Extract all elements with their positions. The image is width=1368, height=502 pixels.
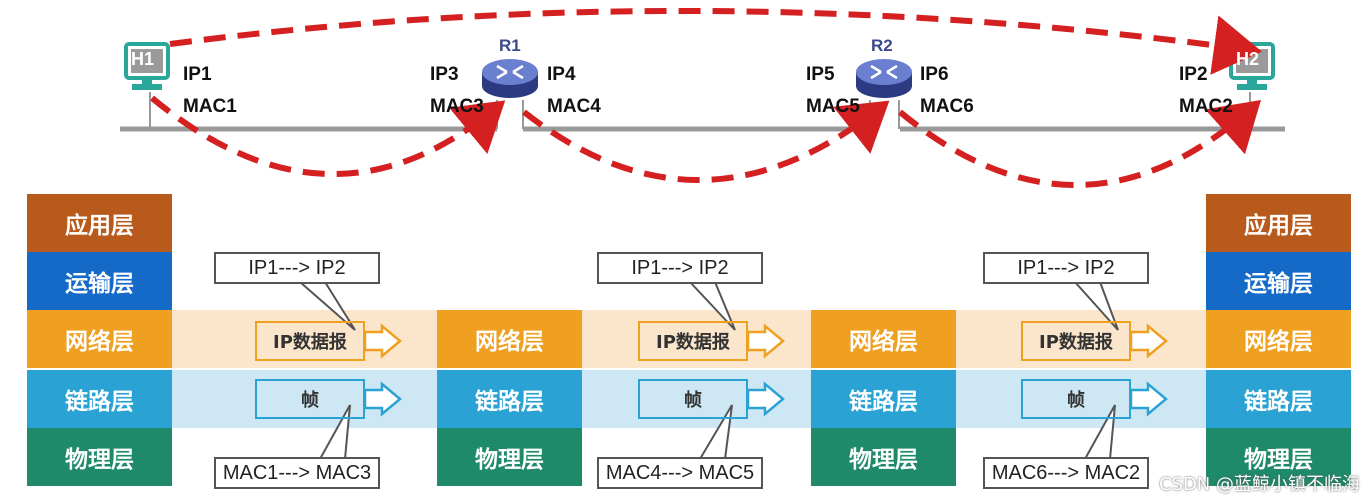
router-r1-icon xyxy=(482,59,538,98)
datagram-3: IP数据报 xyxy=(1021,321,1131,361)
watermark: CSDN @蓝鲸小镇不临海 xyxy=(1158,474,1360,495)
host-h1-label: H1 xyxy=(131,49,155,69)
addr-mac3: MAC3 xyxy=(430,96,484,117)
datagram-1: IP数据报 xyxy=(255,321,365,361)
datagram-arrow-3 xyxy=(1129,323,1168,359)
addr-ip5: IP5 xyxy=(806,64,835,85)
router-r2-label: R2 xyxy=(871,36,893,55)
frame-3: 帧 xyxy=(1021,379,1131,419)
r2-layer-network: 网络层 xyxy=(811,310,956,368)
h2-layer-transport: 运输层 xyxy=(1206,252,1351,310)
addr-ip6: IP6 xyxy=(920,64,949,85)
h1-layer-physical: 物理层 xyxy=(27,428,172,486)
addr-ip1: IP1 xyxy=(183,64,212,85)
datagram-arrow-2 xyxy=(746,323,785,359)
r1-layer-network: 网络层 xyxy=(437,310,582,368)
addr-mac2: MAC2 xyxy=(1179,96,1233,117)
datagram-2: IP数据报 xyxy=(638,321,748,361)
arrow-h1-to-r1 xyxy=(150,95,506,178)
r1-layer-link: 链路层 xyxy=(437,370,582,428)
h2-layer-app: 应用层 xyxy=(1206,194,1351,252)
r2-layer-link: 链路层 xyxy=(811,370,956,428)
h1-layer-transport: 运输层 xyxy=(27,252,172,310)
addr-mac1: MAC1 xyxy=(183,96,237,117)
addr-mac5: MAC5 xyxy=(806,96,860,117)
addr-ip2: IP2 xyxy=(1179,64,1208,85)
h1-layer-link: 链路层 xyxy=(27,370,172,428)
callout-ip-1: IP1---> IP2 xyxy=(214,252,380,284)
h2-layer-physical: 物理层 xyxy=(1206,428,1351,486)
frame-2: 帧 xyxy=(638,379,748,419)
frame-1: 帧 xyxy=(255,379,365,419)
callout-mac-2: MAC4---> MAC5 xyxy=(597,457,763,489)
router-r2-icon xyxy=(856,59,912,98)
datagram-arrow-1 xyxy=(363,323,402,359)
r2-layer-physical: 物理层 xyxy=(811,428,956,486)
frame-arrow-1 xyxy=(363,381,402,417)
callout-ip-2: IP1---> IP2 xyxy=(597,252,763,284)
router-r1-label: R1 xyxy=(499,36,521,55)
h2-layer-link: 链路层 xyxy=(1206,370,1351,428)
h1-layer-app: 应用层 xyxy=(27,194,172,252)
addr-mac6: MAC6 xyxy=(920,96,974,117)
addr-mac4: MAC4 xyxy=(547,96,601,117)
host-h2-label: H2 xyxy=(1236,49,1260,69)
callout-ip-3: IP1---> IP2 xyxy=(983,252,1149,284)
h1-layer-network: 网络层 xyxy=(27,310,172,368)
callout-mac-1: MAC1---> MAC3 xyxy=(214,457,380,489)
frame-arrow-3 xyxy=(1129,381,1168,417)
r1-layer-physical: 物理层 xyxy=(437,428,582,486)
host-h1-icon xyxy=(124,42,170,90)
arrow-h1-to-h2 xyxy=(169,7,1262,75)
addr-ip4: IP4 xyxy=(547,64,576,85)
addr-ip3: IP3 xyxy=(430,64,459,85)
h2-layer-network: 网络层 xyxy=(1206,310,1351,368)
callout-mac-3: MAC6---> MAC2 xyxy=(983,457,1149,489)
frame-arrow-2 xyxy=(746,381,785,417)
